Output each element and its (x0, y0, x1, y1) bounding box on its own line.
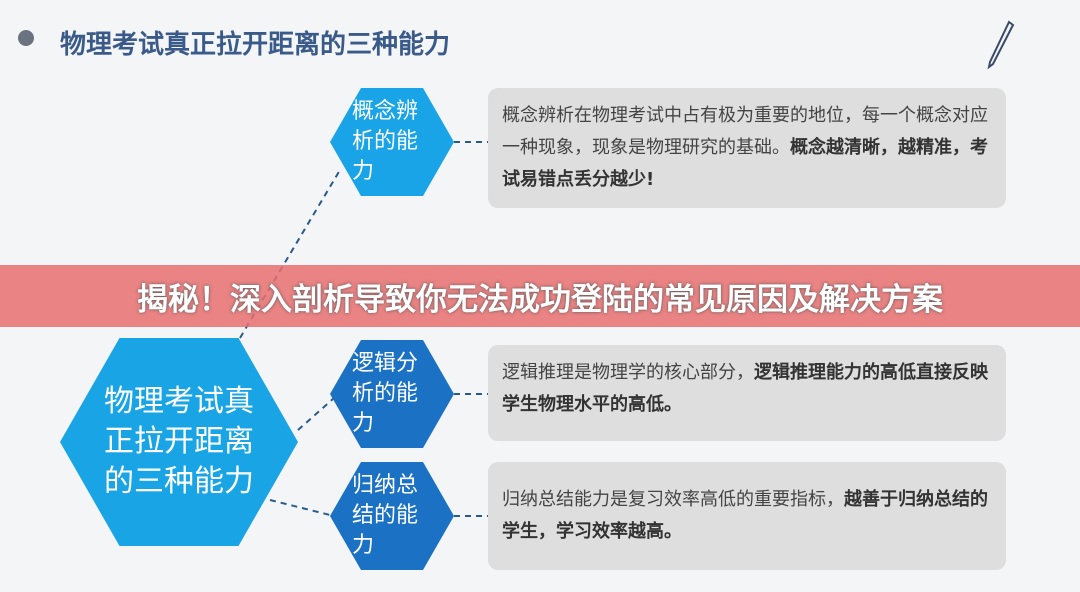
description-text: 逻辑推理是物理学的核心部分， (502, 362, 754, 383)
bullet-dot (18, 30, 34, 46)
description-box-summary: 归纳总结能力是复习效率高低的重要指标，越善于归纳总结的学生，学习效率越高。 (488, 462, 1006, 570)
headline-banner: 揭秘！深入剖析导致你无法成功登陆的常见原因及解决方案 (0, 265, 1080, 327)
banner-text: 揭秘！深入剖析导致你无法成功登陆的常见原因及解决方案 (137, 281, 943, 318)
description-box-logic: 逻辑推理是物理学的核心部分，逻辑推理能力的高低直接反映学生物理水平的高低。 (488, 345, 1006, 441)
node-label: 概念辨析的能力 (352, 99, 419, 184)
center-label: 物理考试真正拉开距离的三种能力 (104, 384, 254, 499)
description-text: 概念辨析在物理考试中占有极为重要的地位，每一个概念对应一种现象，现象是物理研究的… (502, 105, 988, 158)
node-label: 归纳总结的能力 (352, 473, 419, 558)
slide-title: 物理考试真正拉开距离的三种能力 (60, 30, 451, 60)
description-bold: 逻辑推理能力的高低直接反映学生物理水平的高低。 (502, 362, 988, 415)
description-text: 归纳总结能力是复习效率高低的重要指标， (502, 489, 844, 510)
description-bold: 越善于归纳总结的学生，学习效率越高。 (502, 489, 988, 542)
description-box-concept: 概念辨析在物理考试中占有极为重要的地位，每一个概念对应一种现象，现象是物理研究的… (488, 88, 1006, 208)
pen-icon (987, 20, 1015, 70)
node-label: 逻辑分析的能力 (352, 351, 419, 436)
description-bold: 概念越清晰，越精准，考试易错点丢分越少! (502, 137, 988, 190)
